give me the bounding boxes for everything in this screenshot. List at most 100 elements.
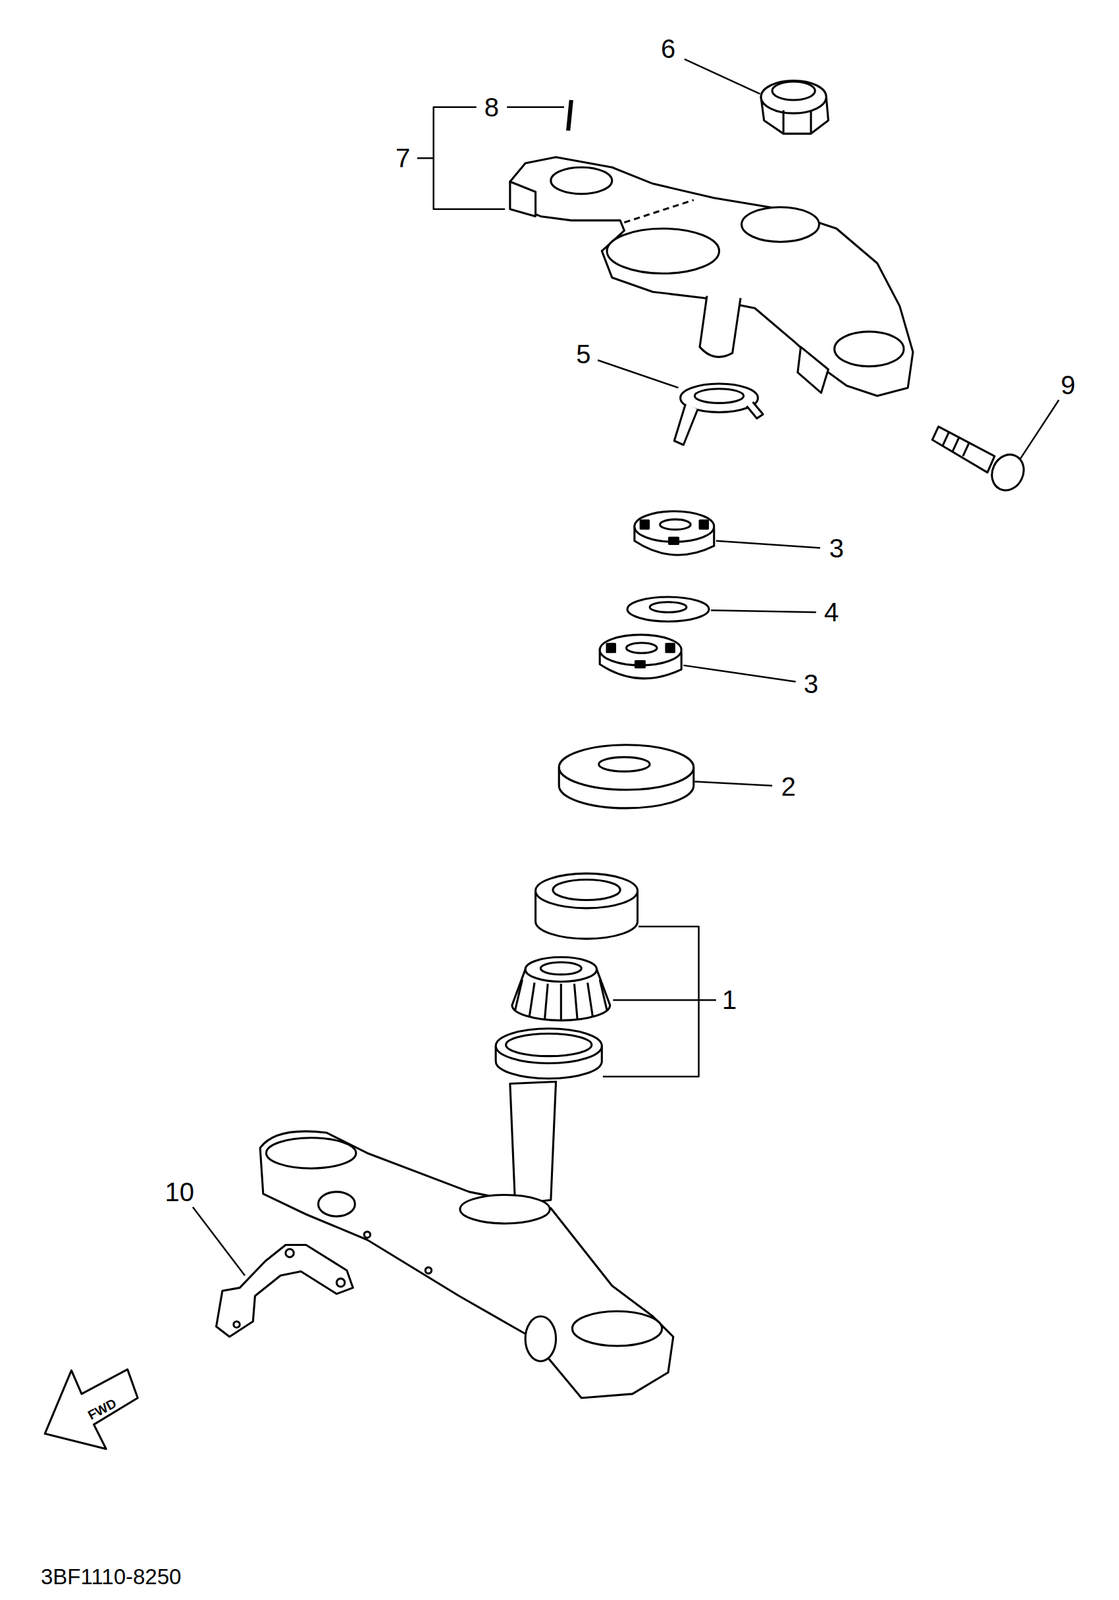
drawing-line	[510, 157, 913, 397]
drawing-line	[285, 1249, 294, 1258]
drawing-line	[525, 957, 597, 982]
drawing-line	[834, 331, 904, 367]
upper-bracket	[510, 100, 913, 397]
drawing-line	[506, 106, 565, 108]
drawing-line	[597, 360, 678, 388]
drawing-line	[694, 781, 773, 786]
drawing-line	[510, 181, 536, 217]
drawing-line	[506, 1034, 592, 1057]
drawing-line	[602, 926, 700, 1077]
drawing-line	[572, 1311, 662, 1347]
drawing-line	[710, 610, 817, 613]
drawing-line	[364, 1231, 370, 1238]
drawing-line	[772, 81, 815, 101]
lower-bracket	[260, 1081, 674, 1399]
callout-number: 3	[803, 670, 819, 698]
drawing-line	[599, 979, 607, 1011]
drawing-line	[932, 426, 995, 473]
drawing-line	[797, 346, 829, 393]
drawing-line	[568, 100, 572, 131]
drawing-line	[1020, 400, 1060, 460]
drawing-line	[626, 643, 657, 654]
drawing-line	[192, 1207, 245, 1276]
drawing-line	[760, 80, 827, 114]
drawing-line	[660, 519, 691, 530]
castle-nut	[634, 511, 715, 555]
drawing-line	[515, 979, 523, 1011]
callout-number: 3	[829, 535, 844, 562]
drawing-line	[699, 296, 741, 358]
drawing-line	[606, 228, 719, 274]
steering-assembly	[44, 59, 1059, 1450]
drawing-line	[683, 665, 796, 682]
leader-lines	[192, 59, 1060, 1276]
drawing-line	[674, 404, 698, 445]
drawing-line	[699, 520, 708, 529]
bearing	[495, 873, 638, 1079]
lock-washer	[674, 383, 763, 445]
drawing-line	[558, 745, 694, 790]
drawing-line	[510, 1081, 557, 1204]
part-code: 3BF1110-8250	[40, 1565, 182, 1588]
callout-number: 4	[824, 598, 839, 626]
drawing-line	[627, 597, 709, 622]
drawing-line	[666, 643, 675, 652]
drawing-line	[649, 602, 687, 613]
drawing-line	[560, 984, 563, 1021]
callout-number: 8	[484, 94, 499, 121]
drawing-line	[669, 537, 679, 544]
callout-number: 10	[164, 1178, 195, 1206]
callout-number: 2	[781, 773, 796, 800]
drawing-line	[587, 982, 594, 1017]
callout-number: 1	[722, 986, 737, 1014]
drawing-line	[545, 984, 549, 1020]
drawing-line	[684, 59, 761, 95]
callout-number: 6	[660, 35, 676, 62]
drawing-line	[495, 1028, 602, 1064]
drawing-line	[962, 442, 969, 457]
drawing-line	[552, 879, 621, 900]
drawing-line	[425, 1267, 432, 1274]
drawing-line	[535, 873, 638, 909]
drawing-line	[782, 109, 785, 133]
drawing-line	[606, 643, 615, 652]
drawing-line	[529, 982, 535, 1017]
drawing-line	[635, 661, 645, 668]
drawing-line	[460, 1195, 550, 1224]
drawing-line	[746, 402, 763, 419]
drawing-line	[612, 999, 717, 1001]
forward-arrow	[44, 1369, 138, 1450]
drawing-line	[694, 389, 744, 404]
drawing-line	[525, 1316, 556, 1362]
drawing-line	[716, 541, 821, 549]
drawing-line	[417, 157, 434, 159]
drawing-line	[942, 432, 949, 446]
drawing-line	[809, 109, 812, 133]
washer	[627, 597, 709, 622]
drawing-line	[640, 520, 649, 529]
callout-number: 5	[575, 340, 591, 368]
callout-number: 7	[395, 144, 411, 172]
drawing-line	[433, 107, 505, 210]
drawing-line	[598, 756, 650, 772]
drawing-line	[741, 207, 820, 243]
drawing-line	[573, 984, 578, 1020]
callout-number: 9	[1060, 371, 1075, 399]
drawing-line	[216, 1244, 354, 1337]
castle-nut	[599, 634, 682, 678]
drawing-line	[952, 437, 959, 451]
drawing-line	[550, 167, 613, 194]
drawing-line	[986, 449, 1030, 496]
drawing-line	[318, 1192, 356, 1217]
large-washer	[558, 745, 694, 809]
drawing-line	[233, 1321, 240, 1328]
cap-nut	[760, 80, 829, 134]
drawing-line	[540, 962, 582, 975]
stay-bracket	[216, 1244, 354, 1337]
drawing-line	[265, 1138, 356, 1170]
bolt	[932, 426, 1030, 496]
drawing-line	[336, 1278, 345, 1287]
drawing-line	[624, 200, 694, 223]
